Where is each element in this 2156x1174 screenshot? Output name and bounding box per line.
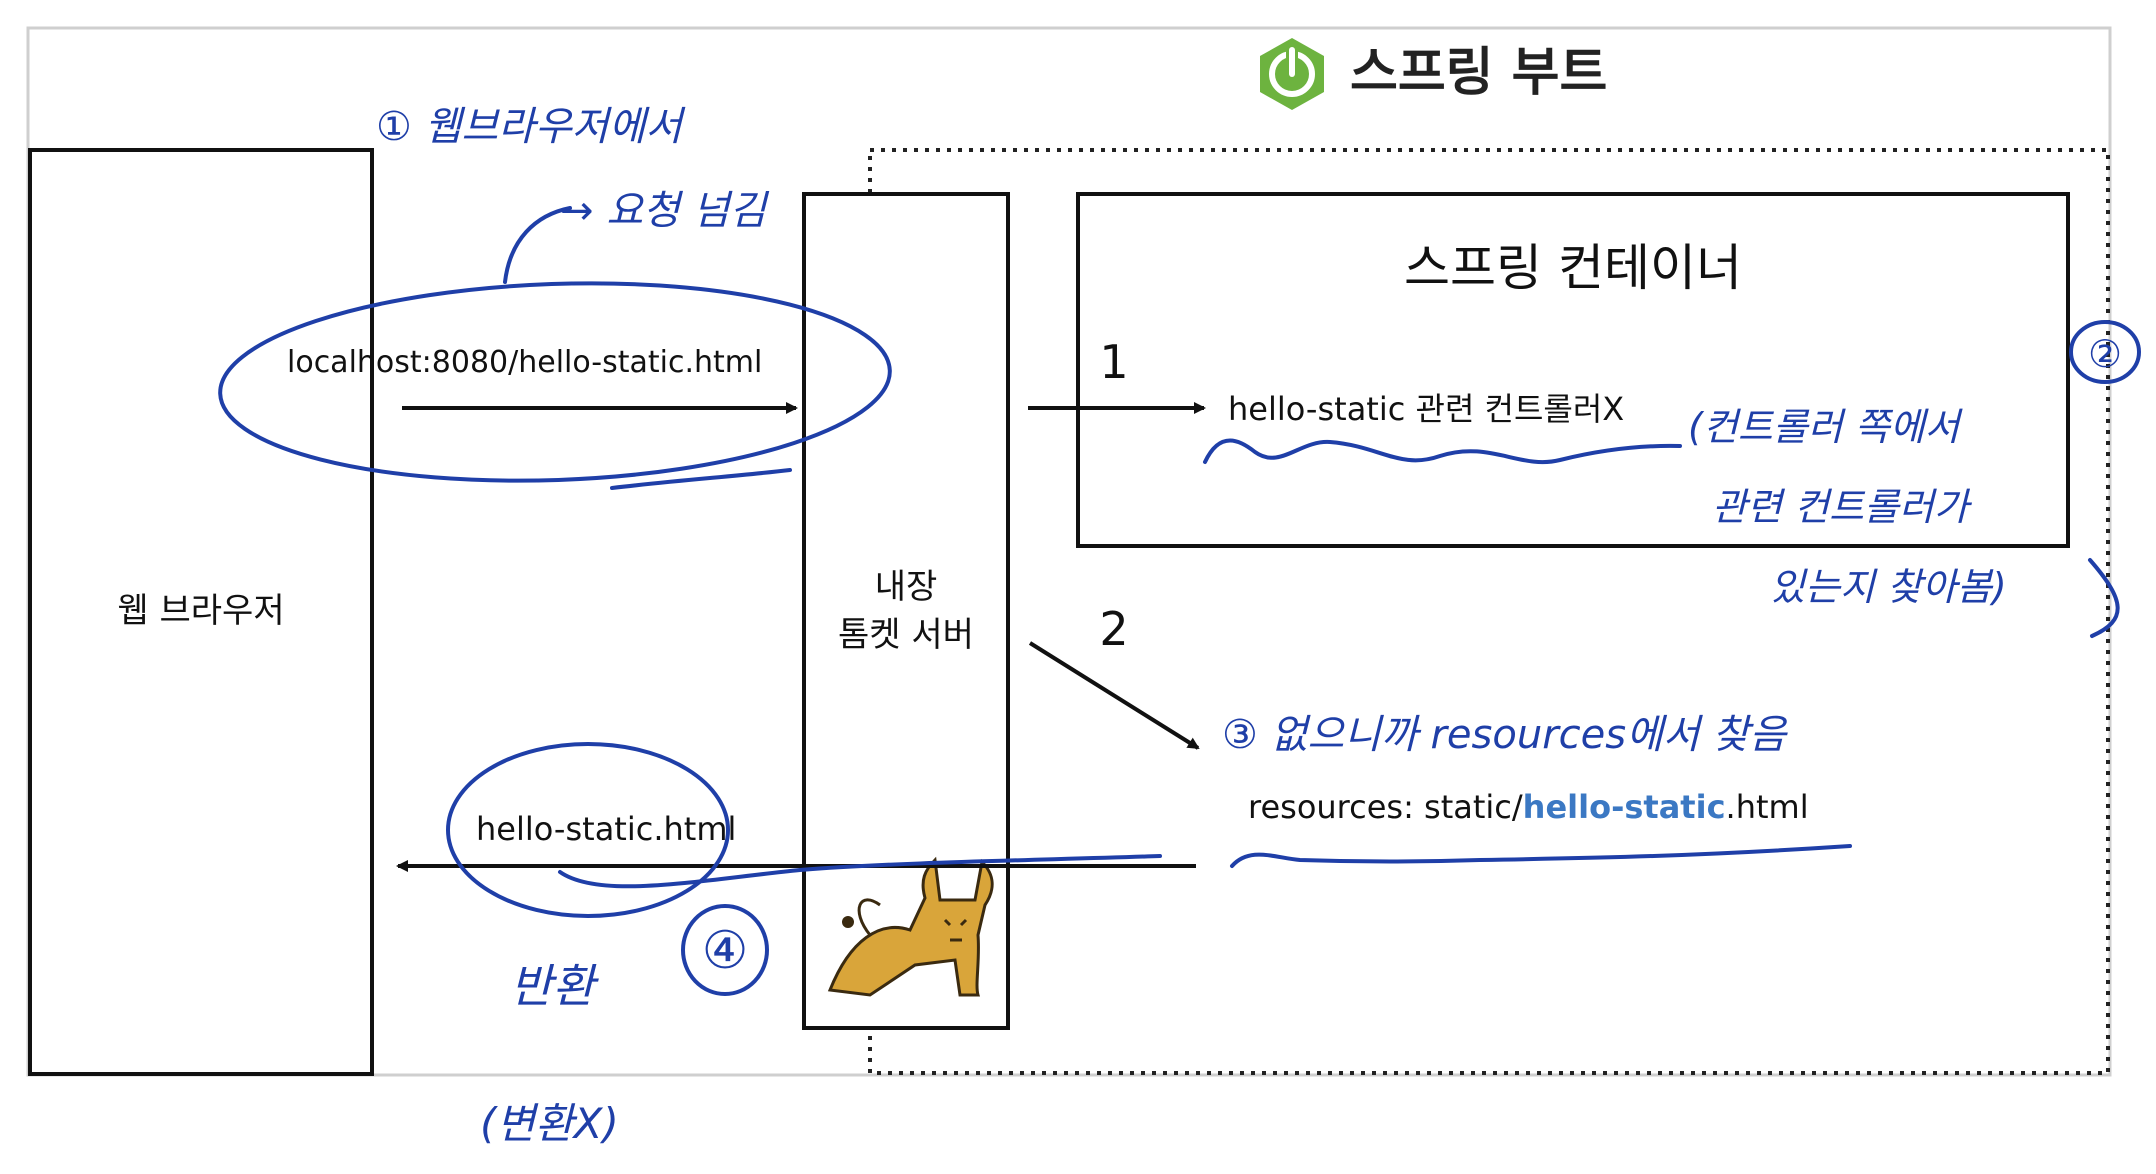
resources-squiggle	[1230, 844, 1852, 868]
tomcat-label-line1: 내장	[875, 567, 938, 607]
resources-arrow	[1028, 641, 1200, 750]
response-file-circle	[446, 742, 730, 918]
note3: ③ 없으니까 resources에서 찾음	[1222, 712, 1788, 758]
request-url-label: localhost:8080/hello-static.html	[287, 345, 762, 380]
tomcat-label-line2: 톰켓 서버	[838, 615, 974, 655]
note4-circle	[681, 904, 769, 996]
note2-line3: 있는지 찾아봄)	[1770, 565, 2007, 609]
note4-paren: (변환X)	[480, 1099, 619, 1148]
response-file-label: hello-static.html	[476, 810, 736, 848]
spring-boot-title: 스프링 부트	[1350, 43, 1607, 103]
note1-connector	[503, 206, 572, 284]
step2-label: 2	[1099, 602, 1128, 656]
note2-line1: (컨트롤러 쪽에서	[1688, 405, 1964, 449]
response-stroke	[558, 854, 1162, 889]
spring-boot-dotted-region	[868, 148, 2110, 1075]
note4-word: 반환	[510, 959, 599, 1013]
request-underline	[610, 468, 792, 490]
note2-circle	[2069, 320, 2141, 384]
resources-suffix: .html	[1726, 788, 1809, 826]
note2-line2: 관련 컨트롤러가	[1712, 485, 1973, 529]
note2-marker: ②	[2088, 332, 2122, 376]
web-browser-box	[28, 148, 374, 1076]
spring-logo-icon	[1260, 38, 1324, 110]
note2-bracket	[2088, 558, 2120, 638]
tomcat-cat-icon	[827, 856, 994, 997]
controller-squiggle	[1203, 438, 1682, 465]
tomcat-server-box	[802, 192, 1010, 1030]
spring-container-title: 스프링 컨테이너	[1404, 239, 1742, 297]
note1-line2: → 요청 넘김	[560, 188, 769, 234]
note1-line1: ① 웹브라우저에서	[376, 104, 686, 150]
resources-highlight: hello-static	[1523, 788, 1726, 826]
step1-label: 1	[1099, 335, 1128, 389]
note4-marker: ④	[702, 921, 749, 981]
web-browser-label: 웹 브라우저	[117, 591, 284, 631]
spring-container-box	[1076, 192, 2070, 548]
resources-path-label: resources: static/hello-static.html	[1248, 788, 1809, 826]
resources-prefix: resources: static/	[1248, 788, 1523, 826]
controller-label: hello-static 관련 컨트롤러X	[1228, 390, 1624, 428]
request-url-circle	[218, 281, 892, 483]
